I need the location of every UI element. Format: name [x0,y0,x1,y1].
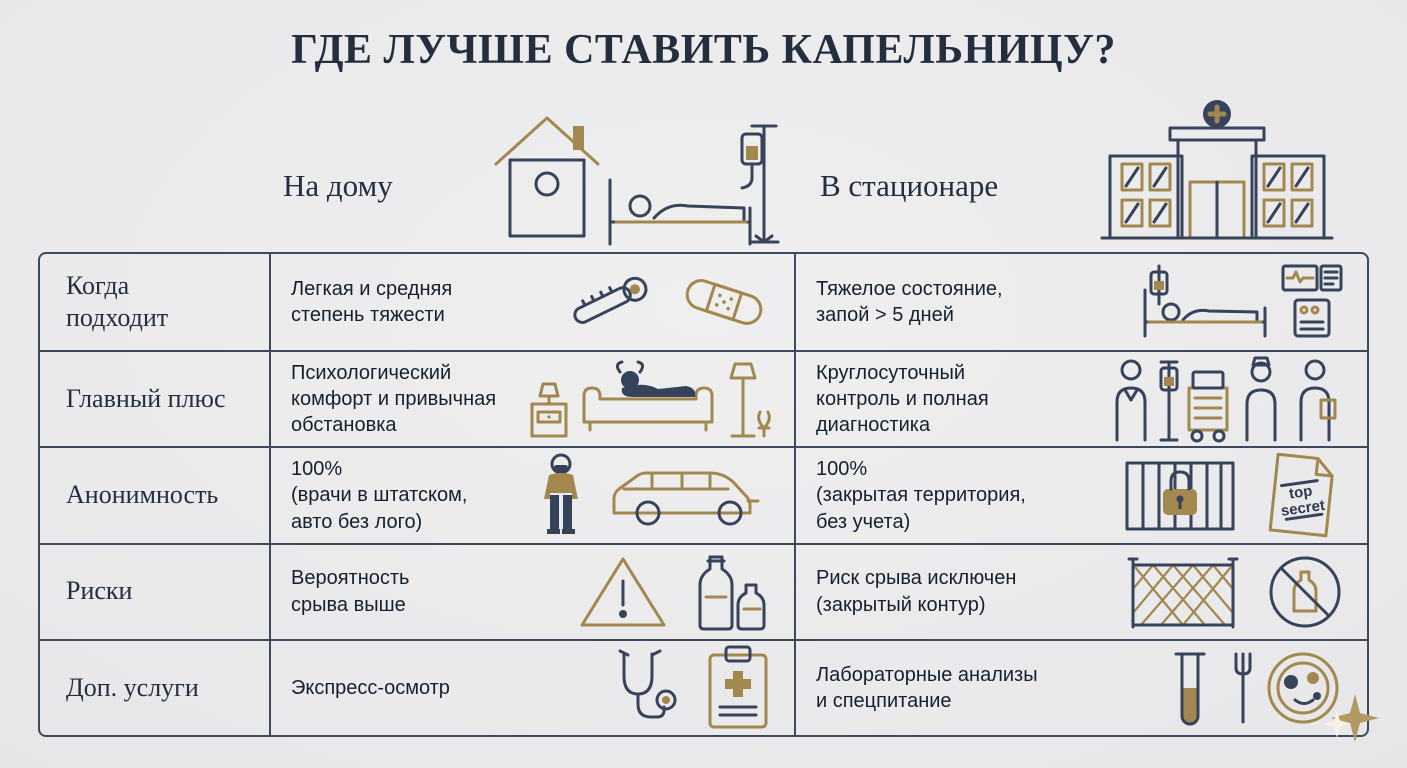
cell-icons [526,354,774,444]
van-icon [612,471,760,526]
cell-text: Экспресс-осмотр [291,676,450,699]
cell-home-anonymity: 100% (врачи в штатском, авто без лого) [269,446,794,543]
cell-hospital-extra: Лабораторные анализы и спецпитание [794,638,1367,735]
top-secret-text: top [1288,483,1313,503]
cell-icons: top secret [1121,451,1347,539]
cell-icons [1121,550,1347,634]
hospital-column-label: В стационаре [820,168,999,203]
top-secret-document-icon: top secret [1268,453,1334,538]
cell-text: 100% (врачи в штатском, авто без лого) [291,457,468,533]
cell-hospital-plus: Круглосуточный контроль и полная диагнос… [794,350,1367,447]
cell-icons [1137,260,1347,344]
thermometer-icon [573,276,648,325]
meal-icon [1234,652,1339,724]
row-label-anonymity: Анонимность [40,446,269,542]
cell-hospital-when: Тяжелое состояние, запой > 5 дней [794,254,1367,351]
cell-home-when: Легкая и средняя степень тяжести [269,254,794,351]
house-icon [494,116,600,238]
hospital-bed-monitor-icon [1143,264,1343,338]
cell-home-risks: Вероятность срыва выше [269,542,794,639]
gate-lock-icon [1125,461,1235,531]
cell-text: Лабораторные анализы и спецпитание [816,663,1038,712]
cell-text: Психологический комфорт и привычная обст… [291,361,497,437]
row-label-when: Когда подходит [66,270,169,333]
no-alcohol-icon [1269,556,1341,628]
cell-text: Вероятность срыва выше [291,567,410,616]
logo-icon [1323,694,1379,742]
top-secret-text: secret [1280,497,1326,520]
cell-icons [576,551,774,633]
bandaid-icon [685,279,763,326]
hospital-icon [1100,100,1334,240]
bottles-icon [698,555,766,631]
cell-icons [538,453,774,537]
cell-icons [564,267,774,337]
row-label-risks: Риски [40,542,269,639]
cell-home-plus: Психологический комфорт и привычная обст… [269,350,794,447]
couch-rest-icon [530,360,771,438]
row-label-main-plus: Главный плюс [40,350,269,446]
comparison-table: Когда подходит Легкая и средняя степень … [38,252,1369,737]
fence-icon [1127,557,1239,629]
cell-text: Тяжелое состояние, запой > 5 дней [816,277,1003,327]
medical-staff-icon [1115,356,1337,443]
patient-bed-iv-icon [608,124,780,246]
cell-hospital-anonymity: 100% (закрытая территория, без учета) to… [794,446,1367,543]
cell-text: Круглосуточный контроль и полная диагнос… [816,361,989,437]
cell-home-extra: Экспресс-осмотр [269,638,794,735]
cell-text: Легкая и средняя степень тяжести [291,277,453,327]
medical-form-icon [708,645,768,729]
cell-icons [1169,644,1347,732]
test-tube-icon [1174,652,1206,726]
warning-triangle-icon [580,557,666,627]
row-label-extra-services: Доп. услуги [40,638,269,735]
cell-text: Риск срыва исключен (закрытый контур) [816,567,1017,616]
cell-hospital-risks: Риск срыва исключен (закрытый контур) [794,542,1367,639]
cell-icons [1109,354,1347,444]
cell-icons [608,643,774,733]
page-title: ГДЕ ЛУЧШЕ СТАВИТЬ КАПЕЛЬНИЦУ? [291,27,1116,73]
cell-text: 100% (закрытая территория, без учета) [816,457,1026,533]
plainclothes-person-icon [544,453,578,535]
home-column-label: На дому [283,168,393,203]
stethoscope-icon [618,649,677,719]
